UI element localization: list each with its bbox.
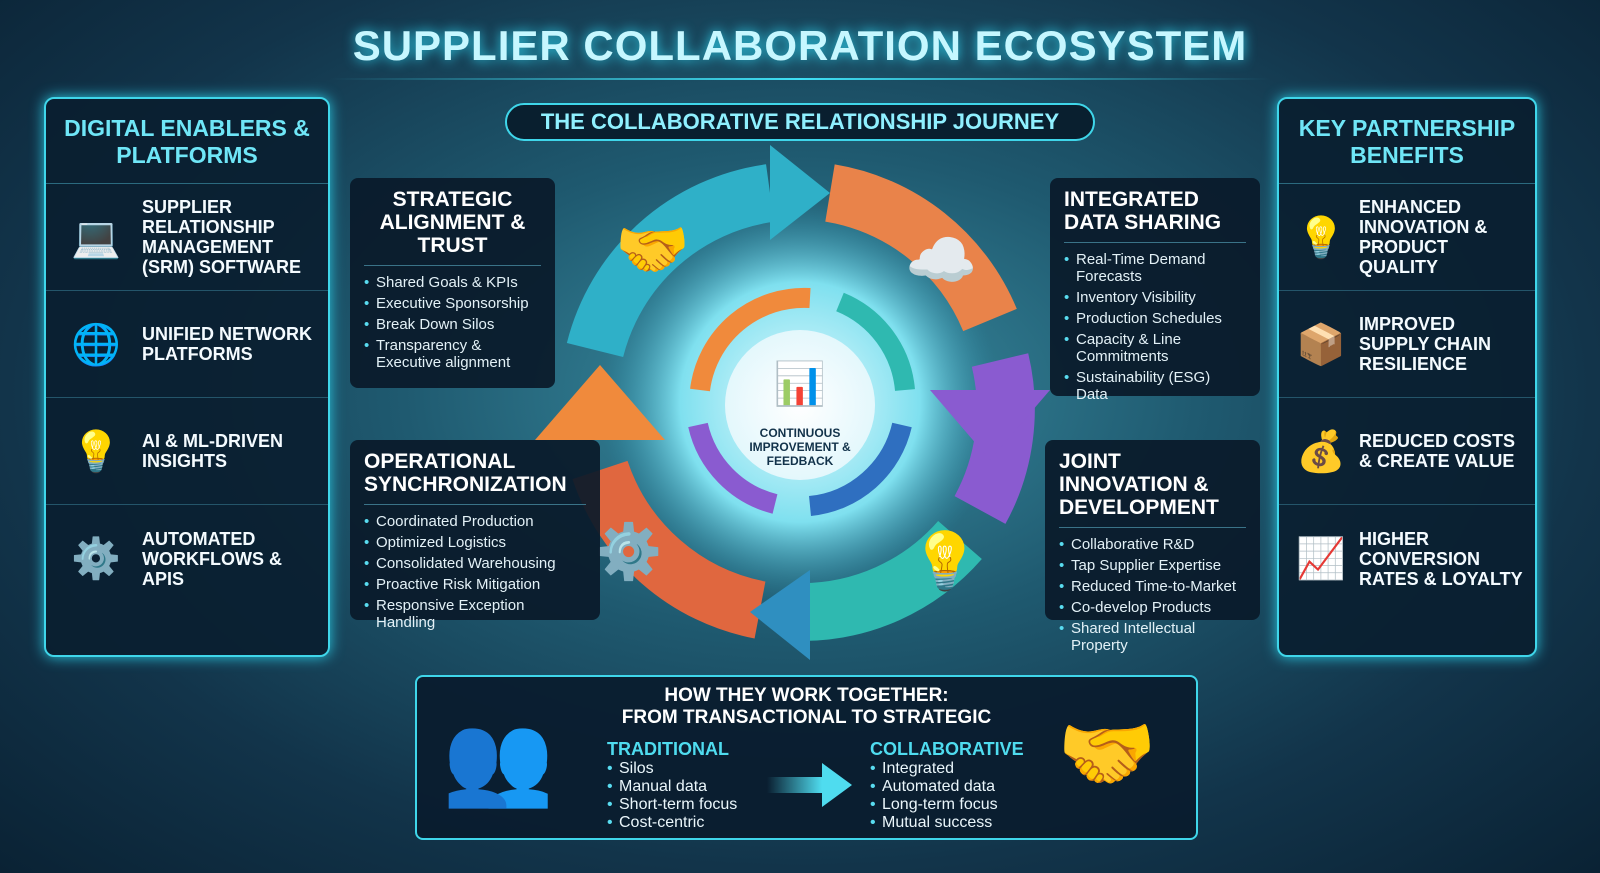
stage-item: Production Schedules [1064,310,1246,327]
laptop-icon: 💻 [71,215,121,260]
gear-icon: ⚙️ [71,537,121,581]
cycle-arc-orange-left [572,460,767,639]
arrow-shaft [767,777,822,793]
title-divider [330,78,1270,80]
stage-item: Transparency & Executive alignment [364,337,541,371]
inner-arc-orange [690,287,811,392]
enabler-label: AUTOMATED WORKFLOWS & APIS [142,528,282,589]
stage-item: Break Down Silos [364,316,541,333]
journey-title: THE COLLABORATIVE RELATIONSHIP JOURNEY [505,103,1095,141]
comparison-title-line1: HOW THEY WORK TOGETHER: [664,685,949,706]
center-label: CONTINUOUS IMPROVEMENT & FEEDBACK [749,426,851,468]
comparison-title: HOW THEY WORK TOGETHER:FROM TRANSACTIONA… [417,685,1196,729]
money-bag-icon: 💰 [1296,429,1346,474]
stage-title: INTEGRATED DATA SHARING [1064,188,1246,243]
partnership-benefits-panel: KEY PARTNERSHIP BENEFITS 💡 ENHANCED INNOV… [1277,97,1537,657]
cycle-arc-teal-bottom [799,520,982,642]
cloud-data-icon: ☁️ [905,228,977,293]
stage-item: Responsive Exception Handling [364,597,586,631]
benefit-label: IMPROVED SUPPLY CHAIN RESILIENCE [1359,314,1492,374]
benefit-resilience: 📦 IMPROVED SUPPLY CHAIN RESILIENCE [1279,291,1535,398]
stage-item: Collaborative R&D [1059,536,1246,553]
traditional-item: Manual data [607,778,737,796]
stage-integrated-data-sharing: INTEGRATED DATA SHARING Real-Time Demand… [1050,178,1260,403]
benefit-costs: 💰 REDUCED COSTS & CREATE VALUE [1279,398,1535,505]
chart-magnifier-icon: 📊 [773,360,827,407]
traditional-title: TRADITIONAL [607,739,729,759]
enabler-network: 🌐 UNIFIED NETWORK PLATFORMS [46,291,328,398]
stage-item: Capacity & Line Commitments [1064,331,1246,365]
benefit-innovation: 💡 ENHANCED INNOVATION & PRODUCT QUALITY [1279,184,1535,291]
inner-arc-purple [688,422,778,514]
handshake-cycle-icon: 🤝 [1057,709,1157,798]
benefit-label: HIGHER CONVERSION RATES & LOYALTY [1359,528,1523,589]
comparison-box: HOW THEY WORK TOGETHER:FROM TRANSACTIONA… [415,675,1198,840]
collaborative-item: Mutual success [870,814,1024,832]
comparison-title-line2: FROM TRANSACTIONAL TO STRATEGIC [621,707,992,728]
stage-item: Real-Time Demand Forecasts [1064,251,1246,285]
traditional-item: Short-term focus [607,796,737,814]
stage-item: Executive Sponsorship [364,295,541,312]
stage-strategic-alignment: STRATEGIC ALIGNMENT & TRUST Shared Goals… [350,178,555,388]
stage-title: JOINT INNOVATION & DEVELOPMENT [1059,450,1246,528]
stage-item: Sustainability (ESG) Data [1064,369,1246,403]
enabler-ai: 💡 AI & ML-DRIVEN INSIGHTS [46,398,328,505]
collaborative-column: COLLABORATIVE IntegratedAutomated dataLo… [870,739,1024,832]
stage-title: OPERATIONAL SYNCHRONIZATION [364,450,586,505]
collaborative-item: Integrated [870,760,1024,778]
panel-title: DIGITAL ENABLERS & PLATFORMS [46,99,328,184]
center-hub: 📊 CONTINUOUS IMPROVEMENT & FEEDBACK [725,330,875,480]
gears-truck-icon: ⚙️ [595,521,662,582]
arrowhead-icon [930,390,1050,460]
growth-chart-icon: 📈 [1296,537,1346,581]
digital-enablers-panel: DIGITAL ENABLERS & PLATFORMS 💻 SUPPLIER R… [44,97,330,657]
stage-item: Consolidated Warehousing [364,555,586,572]
enabler-label: SUPPLIER RELATIONSHIP MANAGEMENT (SRM) S… [142,197,301,277]
handshake-shield-icon: 🤝 [615,216,690,283]
innovation-gear-icon: 💡 [910,529,980,593]
enabler-srm: 💻 SUPPLIER RELATIONSHIP MANAGEMENT (SRM) … [46,184,328,291]
stage-item: Reduced Time-to-Market [1059,578,1246,595]
collaborative-item: Long-term focus [870,796,1024,814]
stage-item: Optimized Logistics [364,534,586,551]
cycle-arc-teal [566,164,775,358]
stage-item: Coordinated Production [364,513,586,530]
traditional-item: Silos [607,760,737,778]
page-title: SUPPLIER COLLABORATION ECOSYSTEM [352,22,1248,69]
stage-joint-innovation: JOINT INNOVATION & DEVELOPMENT Collabora… [1045,440,1260,654]
benefit-label: REDUCED COSTS & CREATE VALUE [1359,431,1516,471]
stage-item: Shared Intellectual Property [1059,620,1246,654]
inner-arc-blue [808,422,912,516]
enabler-workflows: ⚙️ AUTOMATED WORKFLOWS & APIS [46,505,328,612]
stage-item: Co-develop Products [1059,599,1246,616]
collaborative-title: COLLABORATIVE [870,739,1024,759]
lightbulb-icon: 💡 [1296,215,1346,260]
stage-item: Tap Supplier Expertise [1059,557,1246,574]
benefit-label: ENHANCED INNOVATION & PRODUCT QUALITY [1359,197,1488,277]
stage-item: Shared Goals & KPIs [364,274,541,291]
enabler-label: AI & ML-DRIVEN INSIGHTS [142,431,283,471]
arrowhead-icon [750,570,810,660]
panel-title: KEY PARTNERSHIP BENEFITS [1279,99,1535,184]
enabler-label: UNIFIED NETWORK PLATFORMS [142,324,312,364]
journey-cycle: 🤝 ☁️ ⚙️ 💡 [535,145,1050,660]
traditional-column: TRADITIONAL SilosManual dataShort-term f… [607,739,737,832]
inner-arc-teal [835,292,915,392]
boxes-icon: 📦 [1296,322,1346,367]
benefit-loyalty: 📈 HIGHER CONVERSION RATES & LOYALTY [1279,505,1535,612]
arrowhead-icon [770,145,830,240]
stage-item: Proactive Risk Mitigation [364,576,586,593]
traditional-item: Cost-centric [607,814,737,832]
stage-item: Inventory Visibility [1064,289,1246,306]
ai-lightbulb-icon: 💡 [71,429,121,474]
network-globe-icon: 🌐 [71,322,121,367]
arrowhead-icon [535,365,665,440]
arrow-right-icon [822,763,852,807]
stage-title: STRATEGIC ALIGNMENT & TRUST [364,188,541,266]
collaborative-item: Automated data [870,778,1024,796]
stage-operational-synchronization: OPERATIONAL SYNCHRONIZATION Coordinated … [350,440,600,631]
cycle-arc-orange [824,164,1017,332]
people-group-icon: 👥 [442,710,555,810]
